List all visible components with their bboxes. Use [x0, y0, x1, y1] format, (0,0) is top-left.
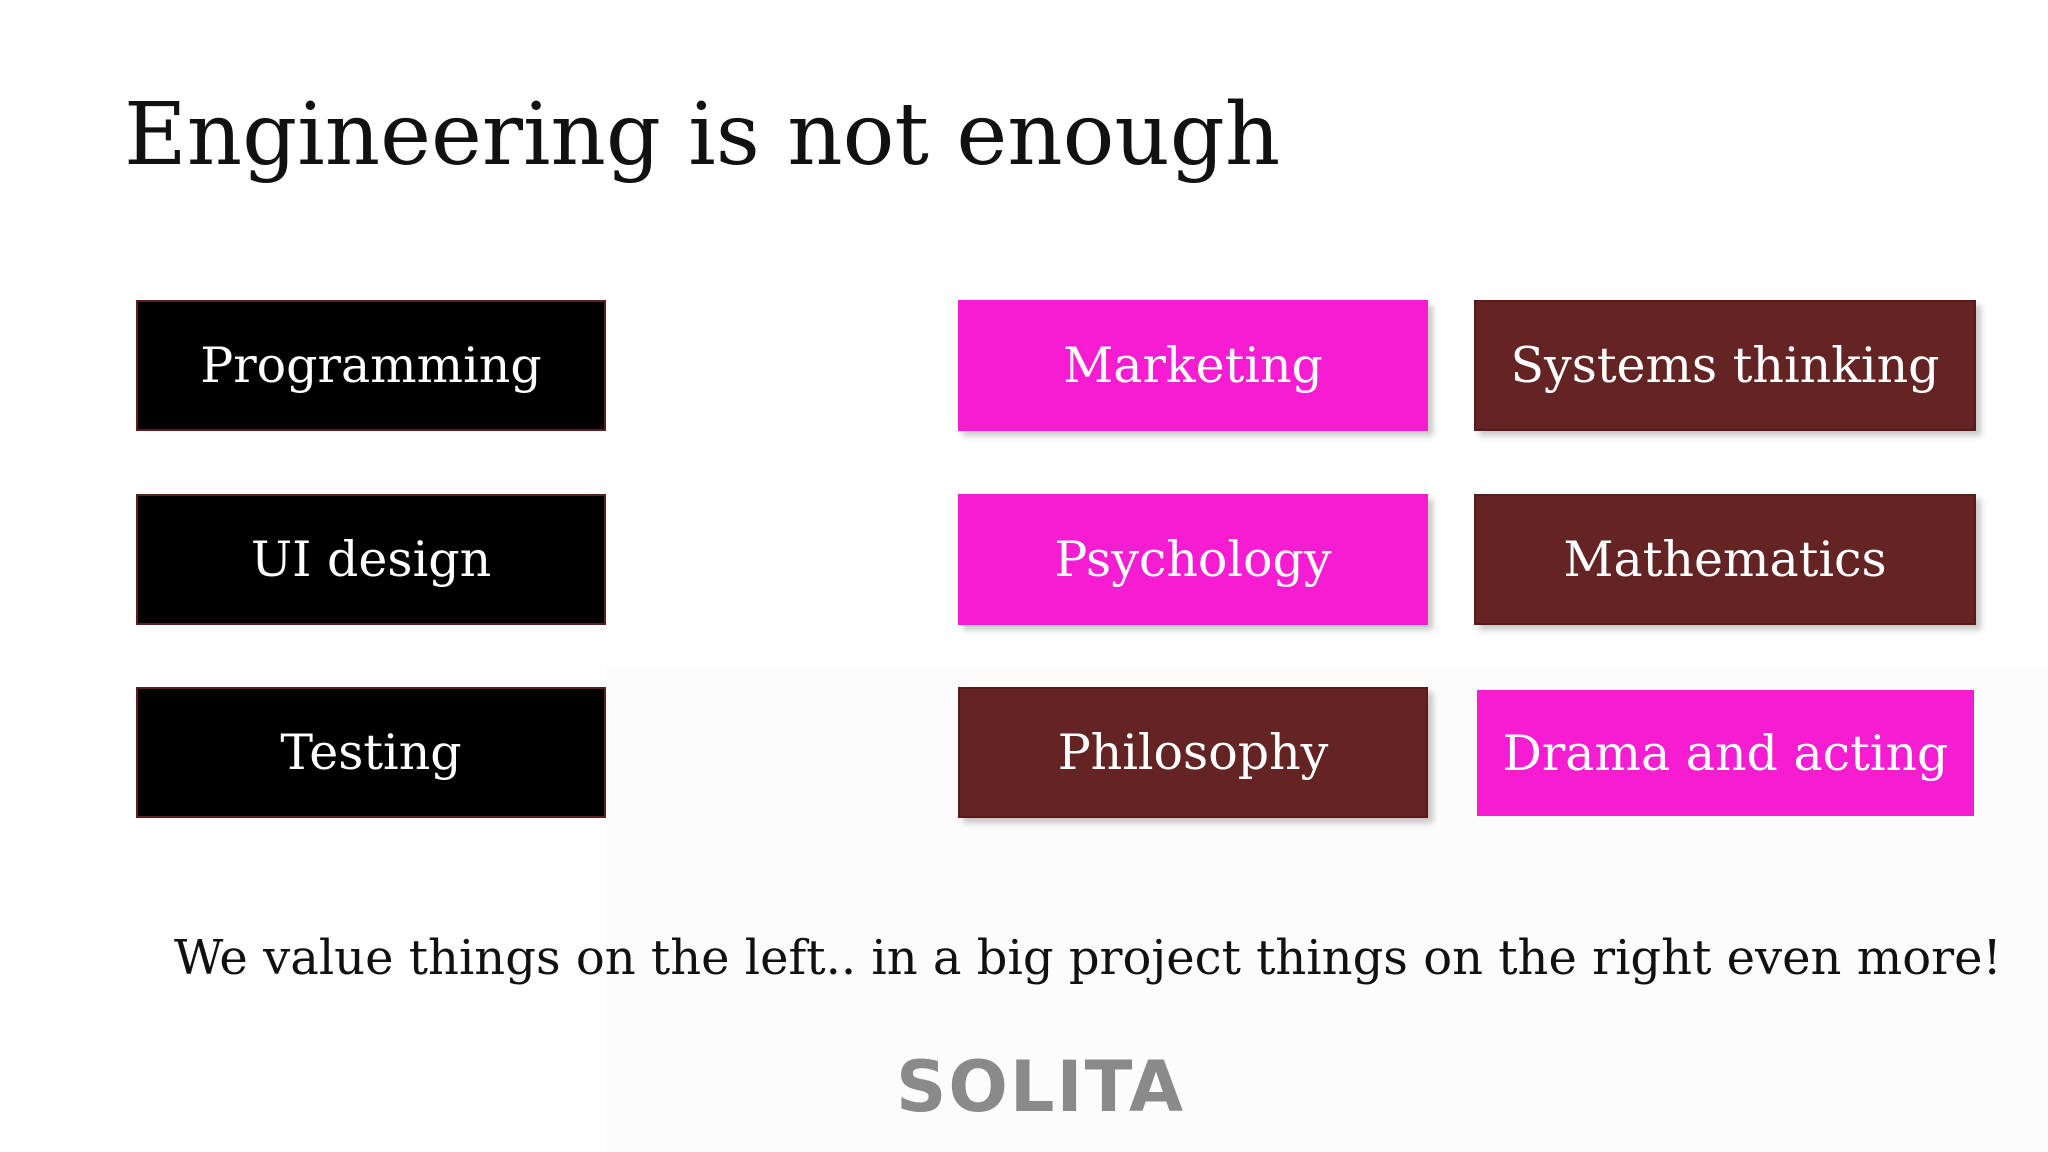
skill-box-systems-thinking: Systems thinking	[1474, 300, 1976, 431]
skill-box-programming: Programming	[136, 300, 606, 431]
skill-box-marketing: Marketing	[958, 300, 1428, 431]
skill-box-mathematics: Mathematics	[1474, 494, 1976, 625]
skill-box-ui-design: UI design	[136, 494, 606, 625]
solita-logo: SOLITA	[896, 1046, 1186, 1128]
skill-box-psychology: Psychology	[958, 494, 1428, 625]
skill-box-philosophy: Philosophy	[958, 687, 1428, 818]
skill-box-testing: Testing	[136, 687, 606, 818]
skill-box-drama-and-acting: Drama and acting	[1477, 690, 1974, 816]
tagline: We value things on the left.. in a big p…	[174, 930, 2002, 986]
slide-title: Engineering is not enough	[124, 85, 1281, 185]
